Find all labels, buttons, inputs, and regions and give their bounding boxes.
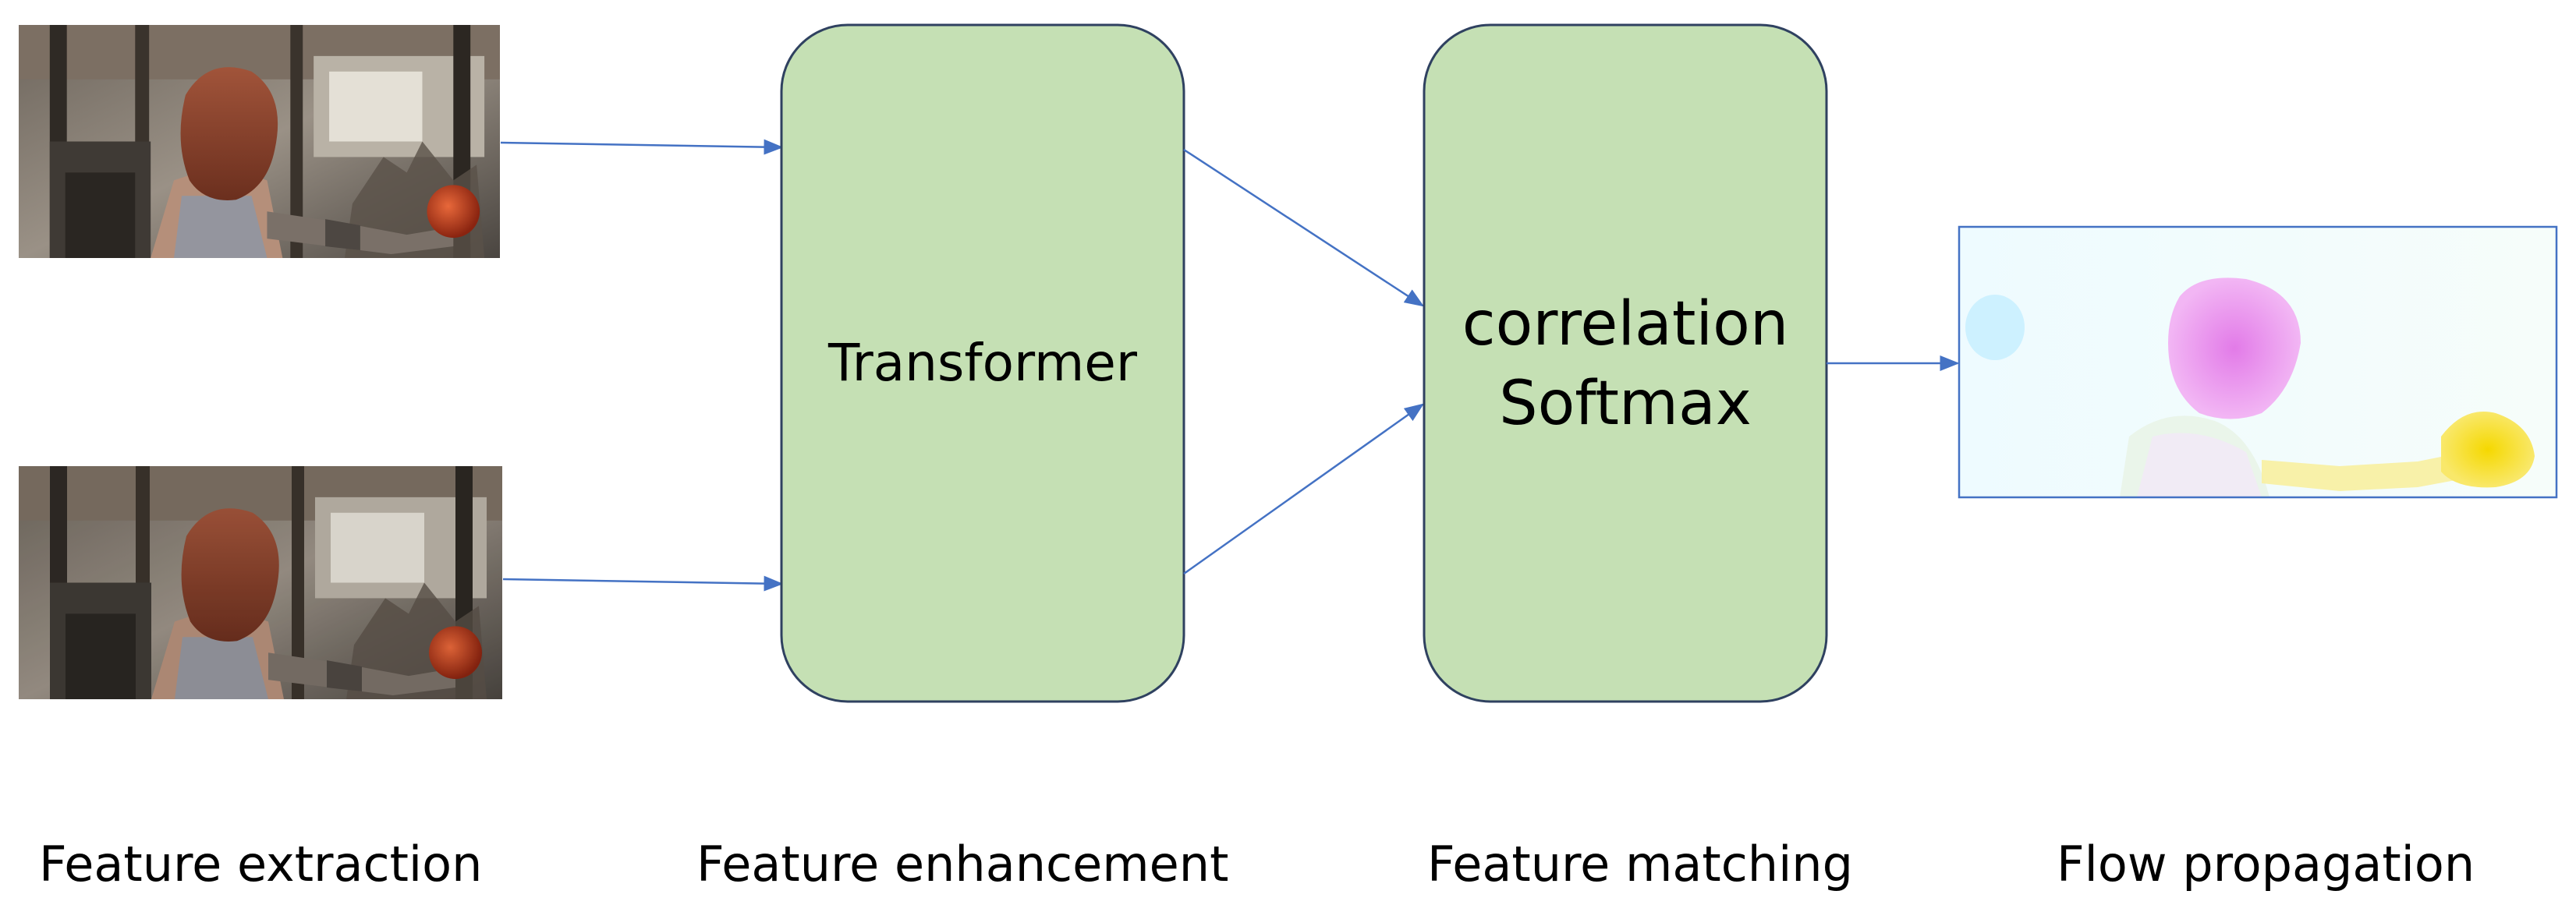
- arrow-frame1-to-transformer: [500, 139, 784, 155]
- transformer-box: Transformer: [780, 23, 1185, 703]
- arrow-transformer-to-matching-bottom: [1183, 403, 1425, 575]
- stage-label-enhancement: Feature enhancement: [696, 836, 1228, 893]
- softmax-label: Softmax: [1499, 369, 1752, 439]
- stage-label-matching: Feature matching: [1427, 836, 1853, 893]
- input-frame-1: [19, 25, 500, 258]
- arrow-transformer-to-matching-top: [1183, 148, 1425, 307]
- stage-label-extraction: Feature extraction: [39, 836, 482, 893]
- stage-label-propagation: Flow propagation: [2057, 836, 2475, 893]
- arrow-frame2-to-transformer: [502, 575, 784, 592]
- flow-output-image: [1958, 225, 2558, 499]
- transformer-label: Transformer: [827, 333, 1138, 393]
- correlation-label: correlation: [1462, 289, 1789, 359]
- input-frame-2: [19, 466, 502, 699]
- correlation-softmax-box: correlation Softmax: [1423, 23, 1828, 703]
